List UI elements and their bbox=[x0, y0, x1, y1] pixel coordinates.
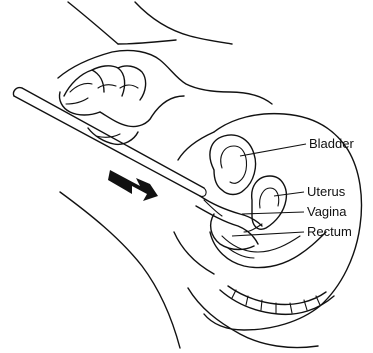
uterus-leader bbox=[274, 192, 304, 196]
uterus-label: Uterus bbox=[307, 184, 346, 199]
uterus-organ bbox=[244, 176, 286, 232]
arm-outline bbox=[68, 2, 232, 44]
vagina-label: Vagina bbox=[307, 204, 347, 219]
bladder-label: Bladder bbox=[309, 136, 354, 151]
bladder-organ bbox=[210, 135, 256, 195]
insertion-arrow-icon bbox=[108, 170, 158, 201]
rectum-label: Rectum bbox=[307, 224, 352, 239]
pelvic-bones bbox=[220, 286, 334, 314]
hand-outline bbox=[58, 50, 272, 144]
rectum-leader bbox=[232, 232, 304, 236]
